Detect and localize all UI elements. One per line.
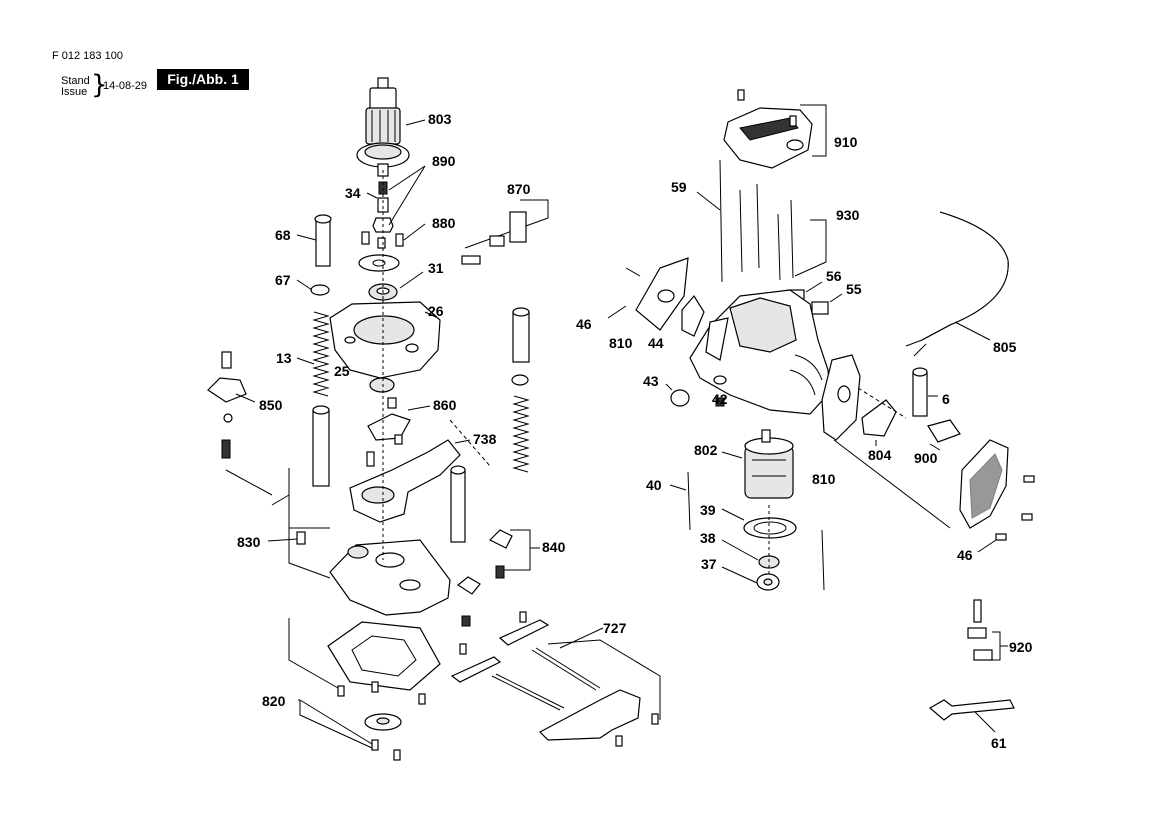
brace-glyph: } (91, 70, 108, 100)
part-label: 26 (428, 303, 444, 319)
spring-pin-drawing (361, 181, 404, 249)
ring-39-drawing (743, 517, 797, 539)
router-base-drawing (296, 531, 451, 616)
handle-grip-drawing (959, 439, 1035, 541)
switch-870-drawing (461, 211, 527, 265)
part-label: 900 (914, 450, 938, 466)
part-label: 820 (262, 693, 286, 709)
part-label: 37 (701, 556, 717, 572)
brush-holder-55-drawing (811, 301, 829, 315)
stand-issue-label: Stand Issue (61, 76, 90, 98)
part-label: 870 (507, 181, 531, 197)
field-coil-drawing (744, 429, 794, 499)
motor-housing-drawing (329, 301, 441, 379)
dust-adapter-drawing (349, 439, 461, 523)
part-label: 68 (275, 227, 291, 243)
power-cable-drawing (921, 211, 1009, 341)
part-label: 860 (433, 397, 457, 413)
column-right-drawing (450, 307, 530, 543)
part-label: 850 (259, 397, 283, 413)
top-cap-drawing (723, 89, 813, 169)
main-housing-drawing (689, 289, 831, 415)
part-label: 42 (712, 391, 728, 407)
part-label: 59 (671, 179, 687, 195)
long-screws-drawing (719, 159, 794, 283)
part-label: 67 (275, 272, 291, 288)
part-labels: 803 890 34 880 870 68 31 67 26 13 25 860… (237, 111, 1033, 751)
depth-knob-drawing (207, 351, 247, 459)
parallel-guide-drawing (450, 611, 659, 747)
part-label: 840 (542, 539, 566, 555)
base-plate-drawing (327, 621, 441, 761)
screw-40-drawing (687, 471, 691, 531)
issue-label: Issue (61, 86, 88, 98)
sleeve-6-drawing (912, 371, 928, 417)
side-cover-right-drawing (821, 354, 861, 441)
part-label: 43 (643, 373, 659, 389)
part-label: 44 (648, 335, 664, 351)
part-label: 810 (609, 335, 633, 351)
part-label: 880 (432, 215, 456, 231)
part-label: 13 (276, 350, 292, 366)
part-label: 810 (812, 471, 836, 487)
column-left-drawing (310, 214, 332, 487)
document-number: F 012 183 100 (52, 50, 123, 62)
part-label: 890 (432, 153, 456, 169)
part-label: 930 (836, 207, 860, 223)
part-label: 830 (237, 534, 261, 550)
cable-clamp-804-drawing (861, 399, 897, 437)
side-cover-left-drawing (635, 257, 705, 337)
wrench-drawing (928, 699, 1015, 721)
part-label: 31 (428, 260, 444, 276)
knob-43-drawing (670, 389, 690, 407)
figure-badge: Fig./Abb. 1 (157, 69, 249, 90)
part-label: 40 (646, 477, 662, 493)
part-label: 802 (694, 442, 718, 458)
part-label: 25 (334, 363, 350, 379)
stand-label: Stand (61, 75, 90, 87)
clamp-860-drawing (366, 397, 411, 467)
part-label: 803 (428, 111, 452, 127)
clamp-900-drawing (927, 419, 961, 443)
part-label: 920 (1009, 639, 1033, 655)
bearing-25-drawing (369, 377, 395, 393)
part-label: 56 (826, 268, 842, 284)
part-label: 6 (942, 391, 950, 407)
part-label: 39 (700, 502, 716, 518)
part-label: 727 (603, 620, 627, 636)
clamp-920-drawing (967, 599, 993, 661)
nut-42-drawing (715, 397, 725, 407)
lock-knobs-drawing (456, 529, 513, 627)
part-label: 46 (957, 547, 973, 563)
part-label: 38 (700, 530, 716, 546)
part-label: 910 (834, 134, 858, 150)
part-label: 738 (473, 431, 497, 447)
part-label: 805 (993, 339, 1017, 355)
part-label: 804 (868, 447, 892, 463)
part-label: 46 (576, 316, 592, 332)
part-label: 55 (846, 281, 862, 297)
armature-drawing (356, 77, 410, 177)
bearing-plate-drawing (358, 254, 400, 272)
part-label: 61 (991, 735, 1007, 751)
issue-date: 14-08-29 (103, 80, 148, 92)
part-label: 34 (345, 185, 361, 201)
